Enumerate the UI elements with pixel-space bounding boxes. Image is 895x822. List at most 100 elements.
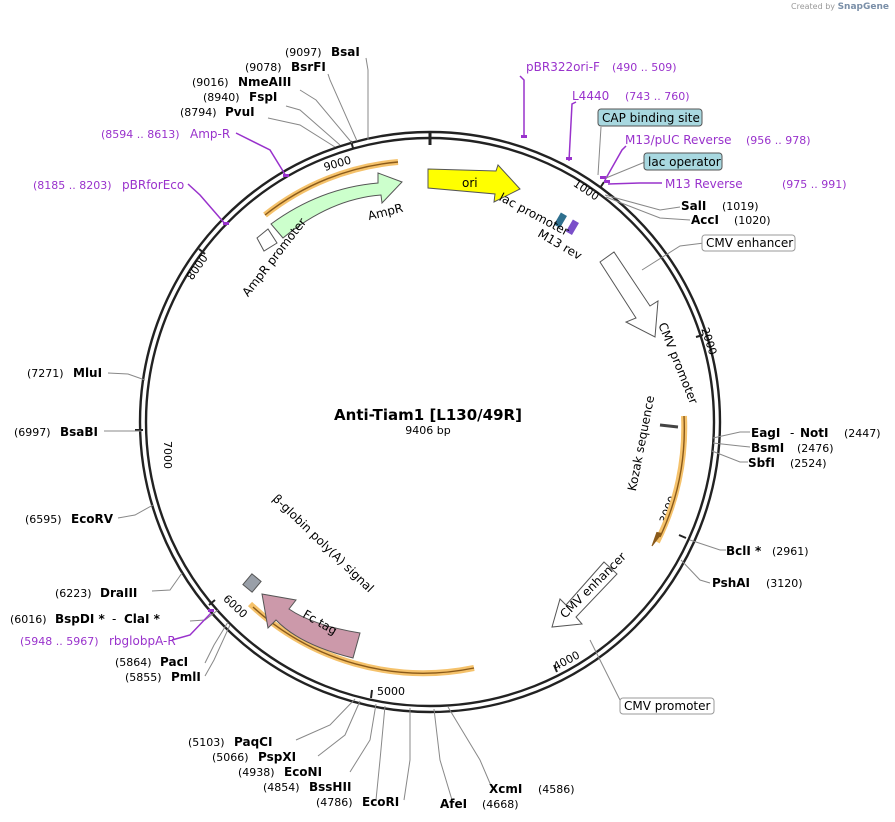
svg-text:-: - — [112, 612, 116, 626]
center-label: Anti-Tiam1 [L130/49R] 9406 bp — [334, 406, 522, 437]
lac-operator-label: lac operator — [648, 155, 721, 169]
primer-pbrforeco[interactable]: (8185 .. 8203) pBRforEco — [33, 178, 184, 192]
primer-range: (975 .. 991) — [782, 178, 847, 191]
ampr-label: AmpR — [366, 201, 404, 223]
primer-name: pBR322ori-F — [526, 60, 600, 74]
enzyme-pos: (2476) — [797, 442, 834, 455]
backbone — [138, 130, 722, 714]
enzyme-ecori[interactable]: (4786) EcoRI — [316, 795, 399, 809]
enzyme-name: FspI — [249, 90, 277, 104]
primer-name: rbglobpA-R — [109, 634, 176, 648]
ampr-highlight-line — [264, 161, 399, 216]
enzyme-pspxi[interactable]: (5066) PspXI — [212, 750, 296, 764]
tick-1000: 1000 — [571, 177, 605, 203]
enzyme-name: AccI — [691, 213, 719, 227]
enzyme-name: PshAI — [712, 576, 750, 590]
enzyme-bsabi[interactable]: (6997) BsaBI — [14, 425, 98, 439]
enzyme-ecorv[interactable]: (6595) EcoRV — [25, 512, 114, 526]
primer-amp-r[interactable]: (8594 .. 8613) Amp-R — [101, 127, 230, 141]
primer-range: (956 .. 978) — [746, 134, 811, 147]
cmv-enhancer-arrow-top[interactable] — [599, 251, 659, 338]
primer-m13-reverse[interactable]: M13 Reverse (975 .. 991) — [665, 177, 847, 191]
enzyme-pos: (4786) — [316, 796, 353, 809]
enzyme-acci[interactable]: AccI (1020) — [691, 213, 771, 227]
boxed-labels: CAP binding site lac operator CMV enhanc… — [597, 108, 796, 715]
tick-label-8000: 8000 — [184, 252, 211, 282]
enzyme-nmeaiii[interactable]: (9016) NmeAIII — [192, 75, 291, 89]
backbone-outer — [138, 130, 722, 714]
primer-range: (490 .. 509) — [612, 61, 677, 74]
enzyme-name: XcmI — [489, 782, 522, 796]
enzyme-draiii[interactable]: (6223) DraIII — [55, 586, 137, 600]
enzyme-pvui[interactable]: (8794) PvuI — [180, 105, 255, 119]
enzyme-bsshii[interactable]: (4854) BssHII — [263, 780, 351, 794]
enzyme-xcmi[interactable]: XcmI (4586) — [489, 782, 575, 796]
orf-right-arrowhead — [651, 531, 663, 547]
kozak-mark[interactable] — [659, 423, 679, 429]
ori-arrow[interactable] — [427, 164, 521, 203]
enzyme-bsmi[interactable]: BsmI (2476) — [751, 441, 834, 455]
enzyme-paci[interactable]: (5864) PacI — [115, 655, 188, 669]
enzyme-econi[interactable]: (4938) EcoNI — [238, 765, 322, 779]
lac-operator-box[interactable]: lac operator — [605, 152, 723, 179]
cmv-promoter-inner-label: CMV promoter — [655, 321, 700, 406]
enzyme-pmli[interactable]: (5855) PmlI — [125, 670, 201, 684]
snapgene-credit: Created by SnapGene — [791, 2, 889, 12]
enzyme-fspi[interactable]: (8940) FspI — [203, 90, 277, 104]
lac-promoter-mark[interactable] — [553, 212, 567, 229]
enzyme-pos: (6016) — [10, 613, 47, 626]
enzyme-bspdi-clai[interactable]: (6016) BspDI * - ClaI * — [10, 612, 161, 626]
enzyme-name: PmlI — [171, 670, 201, 684]
tick-2000: 2000 — [695, 326, 719, 357]
cmv-enhancer-arrow-bottom[interactable] — [551, 561, 618, 628]
enzyme-name: BsmI — [751, 441, 784, 455]
enzyme-name: BclI * — [726, 544, 762, 558]
enzyme-labels: SalI (1019) AccI (1020) EagI - NotI (244… — [10, 45, 881, 811]
ampr-arrow[interactable] — [270, 172, 403, 239]
tick-label-4000: 4000 — [551, 649, 582, 674]
enzyme-afei[interactable]: AfeI (4668) — [440, 797, 519, 811]
tick-7000: 7000 — [135, 429, 174, 469]
tick-label-5000: 5000 — [377, 685, 405, 698]
cmv-enhancer-label: CMV enhancer — [706, 236, 793, 250]
enzyme-paqci[interactable]: (5103) PaqCI — [188, 735, 272, 749]
cmv-promoter-box[interactable]: CMV promoter — [619, 697, 715, 715]
enzyme-name: BspDI * — [55, 612, 105, 626]
enzyme-bsrfi[interactable]: (9078) BsrFI — [245, 60, 326, 74]
tick-4000: 4000 — [551, 649, 582, 674]
primer-range: (743 .. 760) — [625, 90, 690, 103]
primer-ticks — [208, 135, 610, 612]
cap-binding-site-box[interactable]: CAP binding site — [597, 108, 703, 176]
tick-label-1000: 1000 — [571, 177, 601, 203]
orf-highlight-bottom-line — [252, 606, 475, 674]
primer-name: Amp-R — [190, 127, 230, 141]
ampr-promoter-arrow[interactable] — [256, 228, 278, 252]
enzyme-name: DraIII — [100, 586, 137, 600]
enzyme-pshai[interactable]: PshAI (3120) — [712, 576, 803, 590]
primer-name: L4440 — [572, 89, 609, 103]
enzyme-pos: (5103) — [188, 736, 225, 749]
enzyme-mlui[interactable]: (7271) MluI — [27, 366, 102, 380]
enzyme-pos: (5864) — [115, 656, 152, 669]
enzyme-eagi-noti[interactable]: EagI - NotI (2447) — [751, 426, 881, 440]
m13-rev-mark[interactable] — [565, 219, 579, 236]
enzyme-pos: (6223) — [55, 587, 92, 600]
primer-m13-puc-reverse[interactable]: M13/pUC Reverse (956 .. 978) — [625, 133, 811, 147]
enzyme-name: SbfI — [748, 456, 775, 470]
orf-highlight-right-line — [659, 415, 686, 538]
enzyme-name: SalI — [681, 199, 706, 213]
primer-rbglobpa-r[interactable]: (5948 .. 5967) rbglobpA-R — [20, 634, 176, 648]
enzyme-bsai[interactable]: (9097) BsaI — [285, 45, 360, 59]
enzyme-name: PacI — [160, 655, 188, 669]
enzyme-sbfi[interactable]: SbfI (2524) — [748, 456, 827, 470]
enzyme-sali[interactable]: SalI (1019) — [681, 199, 759, 213]
enzyme-bcli[interactable]: BclI * (2961) — [726, 544, 809, 558]
enzyme-pos: (8794) — [180, 106, 217, 119]
primer-l4440[interactable]: L4440 (743 .. 760) — [572, 89, 690, 103]
fc-tag-arrow[interactable] — [261, 593, 361, 659]
cmv-enhancer-box[interactable]: CMV enhancer — [701, 234, 796, 252]
polya-mark[interactable] — [242, 573, 262, 593]
primer-pbr322ori-f[interactable]: pBR322ori-F (490 .. 509) — [526, 60, 677, 74]
enzyme-pos: (6595) — [25, 513, 62, 526]
